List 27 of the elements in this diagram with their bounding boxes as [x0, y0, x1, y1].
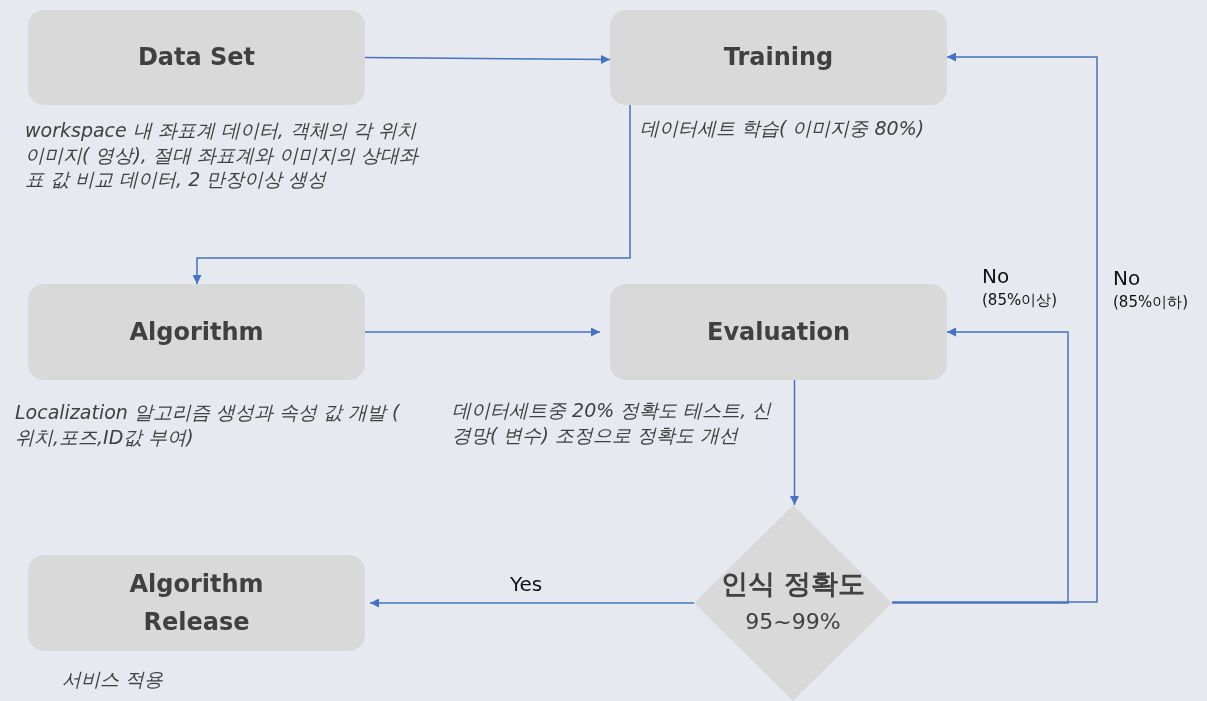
- step-title: Data Set: [137, 42, 256, 74]
- arrow: [790, 379, 799, 506]
- step-title: Algorithm: [129, 316, 264, 348]
- edge-label: No (85%이하): [1113, 265, 1189, 313]
- step-description: 서비스 적용: [62, 667, 165, 692]
- decision-diamond: [694, 505, 892, 701]
- process-box: [610, 10, 947, 105]
- threshold-value: 95~99%: [745, 607, 841, 636]
- arrow: [364, 327, 601, 337]
- edge-label: Yes: [510, 571, 543, 598]
- arrow: [891, 327, 1069, 604]
- process-box: [28, 10, 365, 105]
- arrow: [369, 598, 695, 608]
- arrow: [891, 52, 1098, 603]
- edge-label: No (85%이상): [982, 263, 1058, 311]
- step-description: 데이터세트 학습( 이미지중 80%): [640, 116, 926, 141]
- step-title: Evaluation: [707, 316, 850, 348]
- step-description: Localization 알고리즘 생성과 속성 값 개발 ( 위치,포즈,ID값 부여): [15, 400, 401, 450]
- arrow: [192, 104, 631, 285]
- step-description: workspace 내 좌표계 데이터, 객체의 각 위치 이미지( 영상), 절대 좌표계와 이미지의 상대좌표 값 비교 데이터, 2 만장이상 생성: [25, 118, 420, 193]
- step-title: Algorithm Release: [128, 568, 265, 638]
- process-box: [610, 284, 947, 380]
- process-box: [28, 284, 365, 380]
- step-description: 데이터세트중 20% 정확도 테스트, 신경망( 변수) 조정으로 정확도 개선: [452, 398, 773, 448]
- arrow: [364, 54, 611, 64]
- decision-label: 인식 정확도: [720, 567, 866, 602]
- step-title: Training: [723, 42, 834, 74]
